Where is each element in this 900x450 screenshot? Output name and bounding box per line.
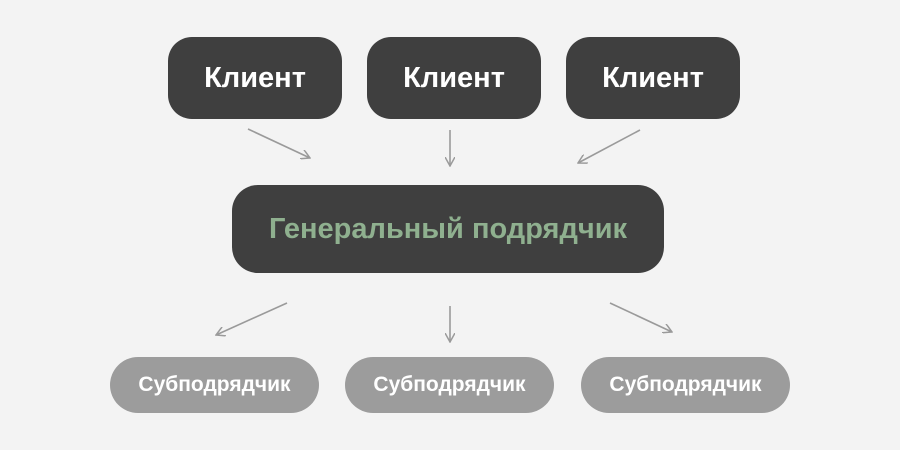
arrow-client1-to-general <box>247 128 310 158</box>
general-contractor-label: Генеральный подрядчик <box>268 212 628 245</box>
general-contractor-node: Генеральный подрядчик <box>232 185 664 273</box>
subcontractor-label: Субподрядчик <box>138 373 291 396</box>
arrow-client3-to-general <box>578 129 641 163</box>
arrow-general-to-sub3 <box>609 302 672 332</box>
subcontractor-label: Субподрядчик <box>609 373 762 396</box>
client-node-2: Клиент <box>367 37 541 119</box>
subcontractor-node-2: Субподрядчик <box>345 357 554 413</box>
client-label: Клиент <box>204 61 306 94</box>
subcontractor-node-3: Субподрядчик <box>581 357 790 413</box>
subcontractor-label: Субподрядчик <box>373 373 526 396</box>
client-label: Клиент <box>602 61 704 94</box>
client-node-3: Клиент <box>566 37 740 119</box>
arrow-general-to-sub1 <box>216 302 288 335</box>
client-label: Клиент <box>403 61 505 94</box>
subcontractor-node-1: Субподрядчик <box>110 357 319 413</box>
client-node-1: Клиент <box>168 37 342 119</box>
